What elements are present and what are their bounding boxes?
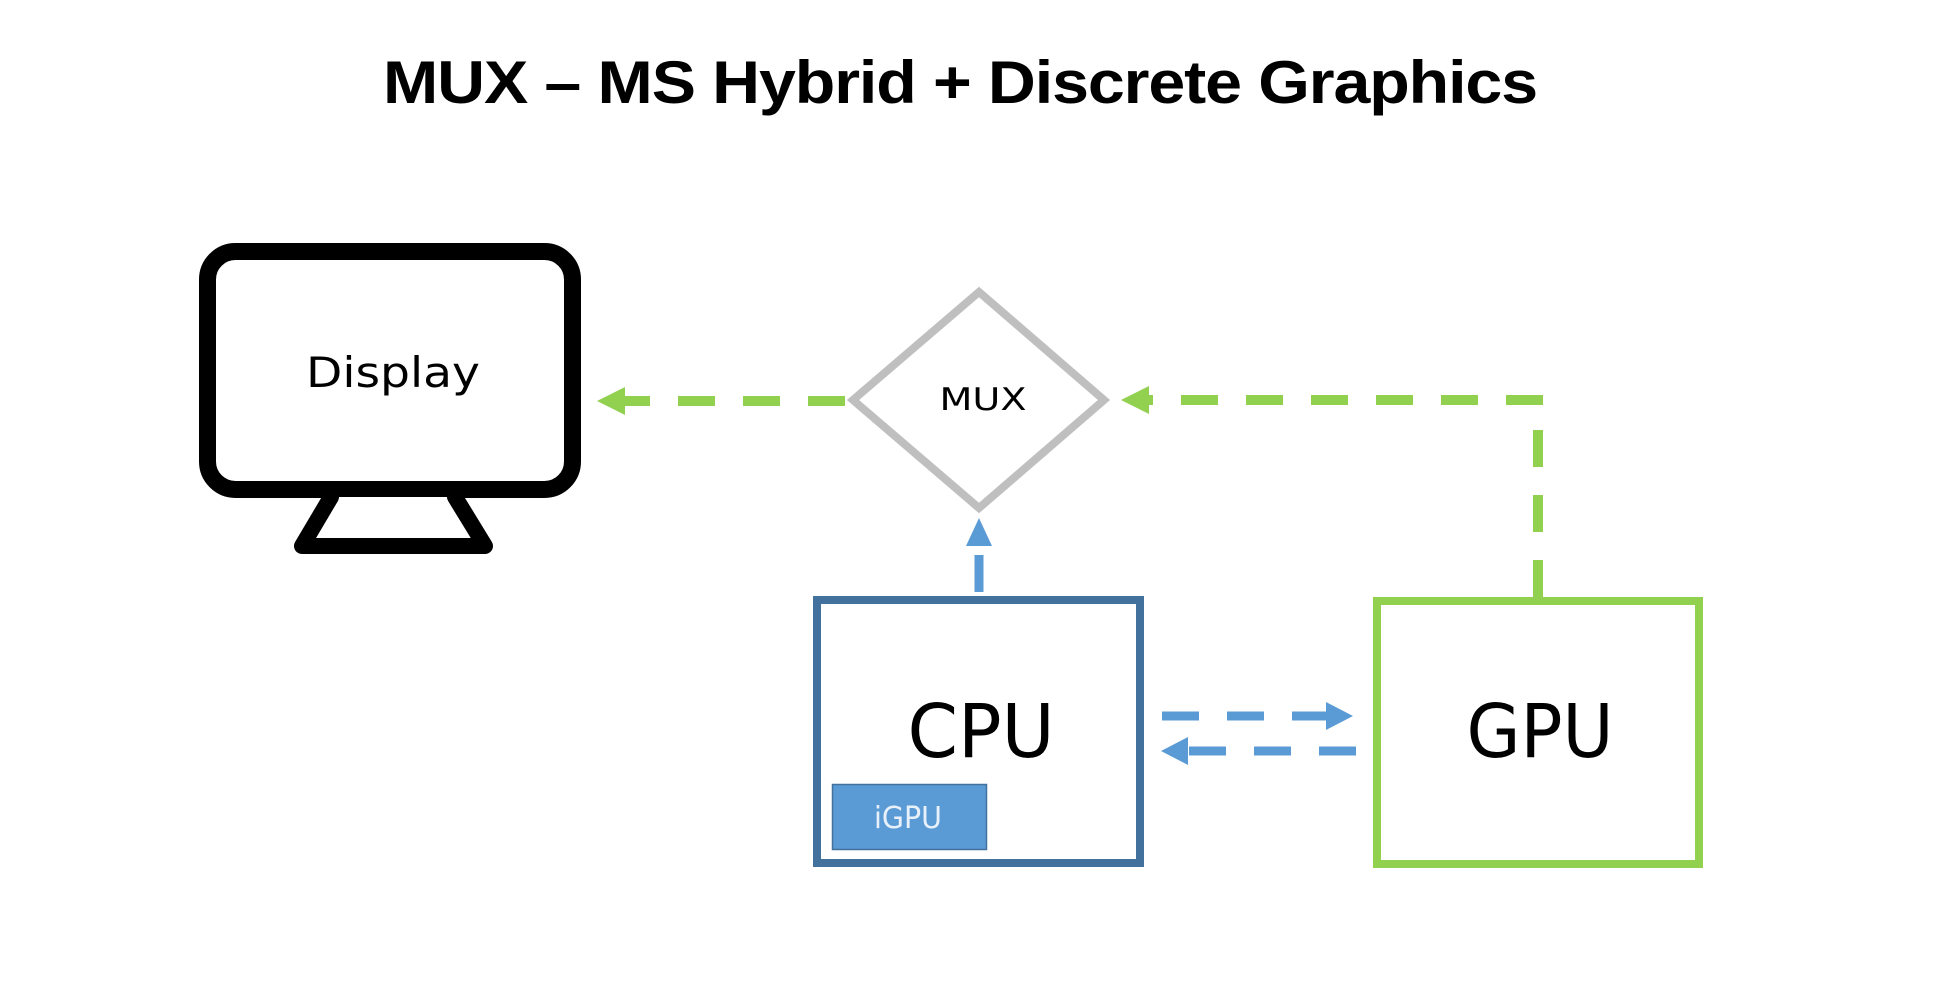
igpu-node: iGPU [831, 783, 988, 851]
gpu-node: GPU [1373, 597, 1703, 868]
edge-mux-to-display [597, 387, 845, 415]
arrowhead-left-icon [1161, 737, 1188, 765]
arrowhead-left-icon [597, 387, 625, 415]
cpu-label: CPU [908, 689, 1055, 775]
edge-gpu-to-mux [1121, 386, 1543, 597]
edge-cpu-to-gpu [1162, 702, 1353, 730]
cpu-node: CPU iGPU [813, 596, 1144, 867]
arrowhead-right-icon [1326, 702, 1353, 730]
arrowhead-up-icon [966, 518, 992, 546]
diagram-title: MUX – MS Hybrid + Discrete Graphics [383, 49, 1537, 116]
mux-label: MUX [940, 382, 1027, 418]
igpu-label: iGPU [874, 801, 942, 836]
display-label: Display [306, 348, 480, 397]
gpu-box [1373, 597, 1703, 868]
mux-node: MUX [846, 286, 1111, 514]
mux-diamond [846, 286, 1111, 514]
arrowhead-left-icon [1121, 386, 1149, 414]
monitor-stand [294, 489, 493, 554]
display-node: Display [199, 243, 581, 554]
edge-gpu-to-cpu [1161, 737, 1356, 765]
gpu-label: GPU [1467, 689, 1614, 775]
igpu-box [831, 783, 988, 851]
monitor-screen [199, 243, 581, 498]
monitor-icon [199, 243, 581, 554]
edge-cpu-to-mux [966, 518, 992, 592]
